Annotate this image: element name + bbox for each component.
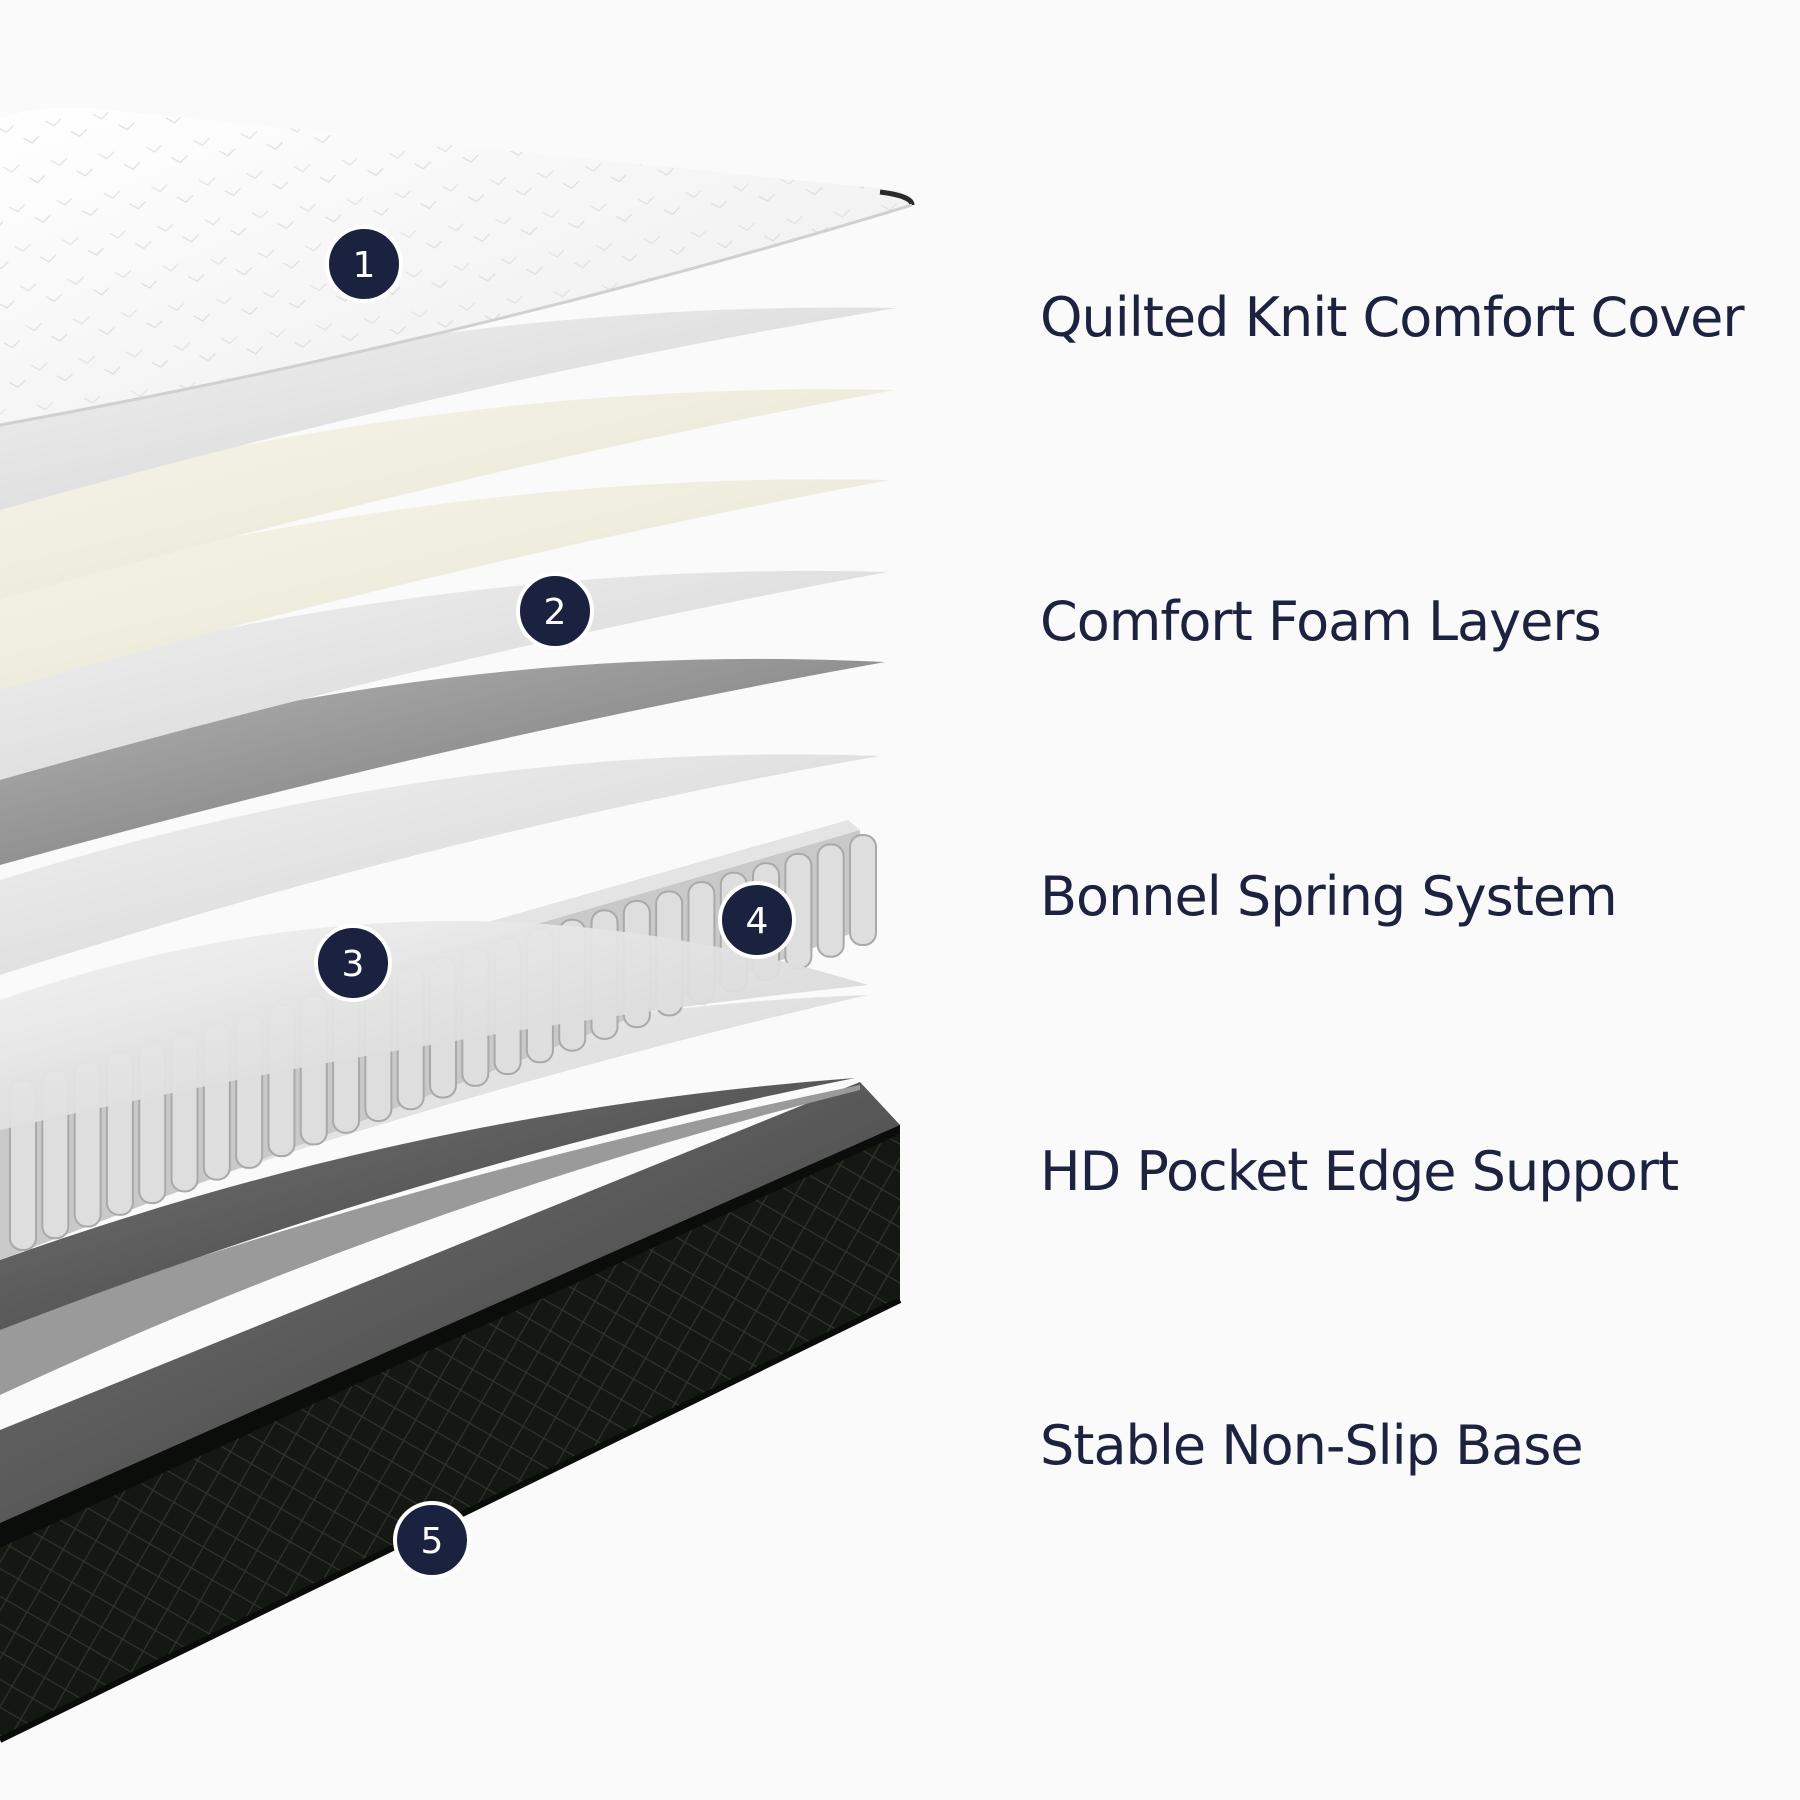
spring-coil	[816, 843, 845, 958]
label-quilted-cover: Quilted Knit Comfort Cover	[1040, 286, 1745, 349]
svg-text:3: 3	[342, 944, 365, 985]
layer-markers: 1 2 3 4 5	[314, 225, 796, 1579]
quilted-cover	[0, 107, 915, 427]
svg-text:2: 2	[544, 592, 567, 633]
spring-coil	[849, 834, 877, 946]
marker-3: 3	[314, 924, 392, 1002]
base-layer	[0, 1082, 902, 1743]
marker-2: 2	[516, 572, 594, 650]
marker-1: 1	[325, 225, 403, 303]
label-edge-support: HD Pocket Edge Support	[1040, 1140, 1679, 1203]
label-spring-system: Bonnel Spring System	[1040, 865, 1618, 928]
marker-5: 5	[393, 1501, 471, 1579]
svg-text:5: 5	[421, 1521, 444, 1562]
label-non-slip-base: Stable Non-Slip Base	[1040, 1414, 1584, 1477]
svg-text:4: 4	[746, 901, 769, 942]
svg-text:1: 1	[353, 245, 376, 286]
comfort-foam-sheets	[0, 307, 897, 1130]
label-comfort-foam: Comfort Foam Layers	[1040, 590, 1602, 653]
layer-labels: Quilted Knit Comfort Cover Comfort Foam …	[1040, 0, 1780, 1800]
marker-4: 4	[718, 881, 796, 959]
spring-coils	[9, 834, 877, 1251]
